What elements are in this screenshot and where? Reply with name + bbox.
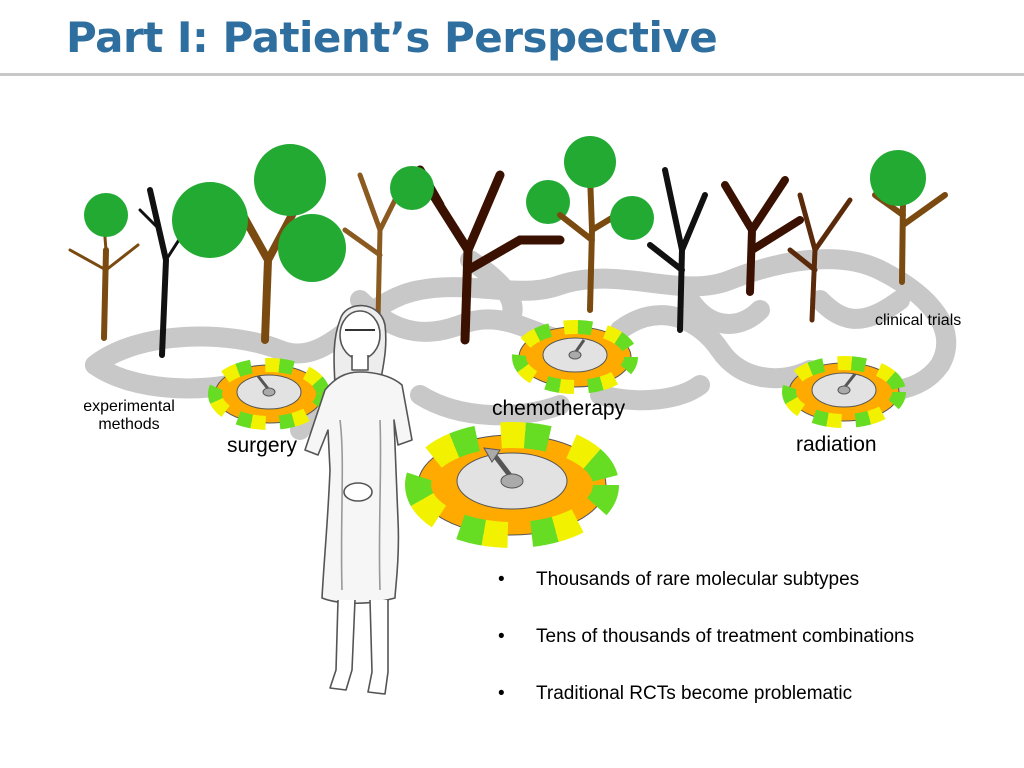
title-divider — [0, 73, 1024, 76]
clinical-trials-label: clinical trials — [875, 312, 962, 329]
surgery-spinner-icon — [208, 358, 330, 430]
patient-spinner-icon — [405, 422, 619, 548]
patient-icon — [304, 304, 413, 695]
tree-icon — [68, 136, 948, 358]
bullet-item: Traditional RCTs become problematic — [498, 680, 914, 737]
bullet-item: Tens of thousands of treatment combinati… — [498, 623, 914, 680]
page-title: Part I: Patient’s Perspective — [66, 13, 718, 62]
bullet-list: Thousands of rare molecular subtypes Ten… — [498, 566, 914, 737]
bullet-item: Thousands of rare molecular subtypes — [498, 566, 914, 623]
experimental-methods-label: experimental methods — [70, 398, 188, 434]
surgery-label: surgery — [227, 434, 298, 457]
chemotherapy-label: chemotherapy — [492, 397, 626, 420]
radiation-spinner-icon — [782, 356, 906, 428]
experimental-methods-line2: methods — [98, 416, 160, 433]
radiation-label: radiation — [796, 433, 877, 456]
experimental-methods-line1: experimental — [83, 398, 175, 415]
chemotherapy-spinner-icon — [512, 320, 638, 394]
